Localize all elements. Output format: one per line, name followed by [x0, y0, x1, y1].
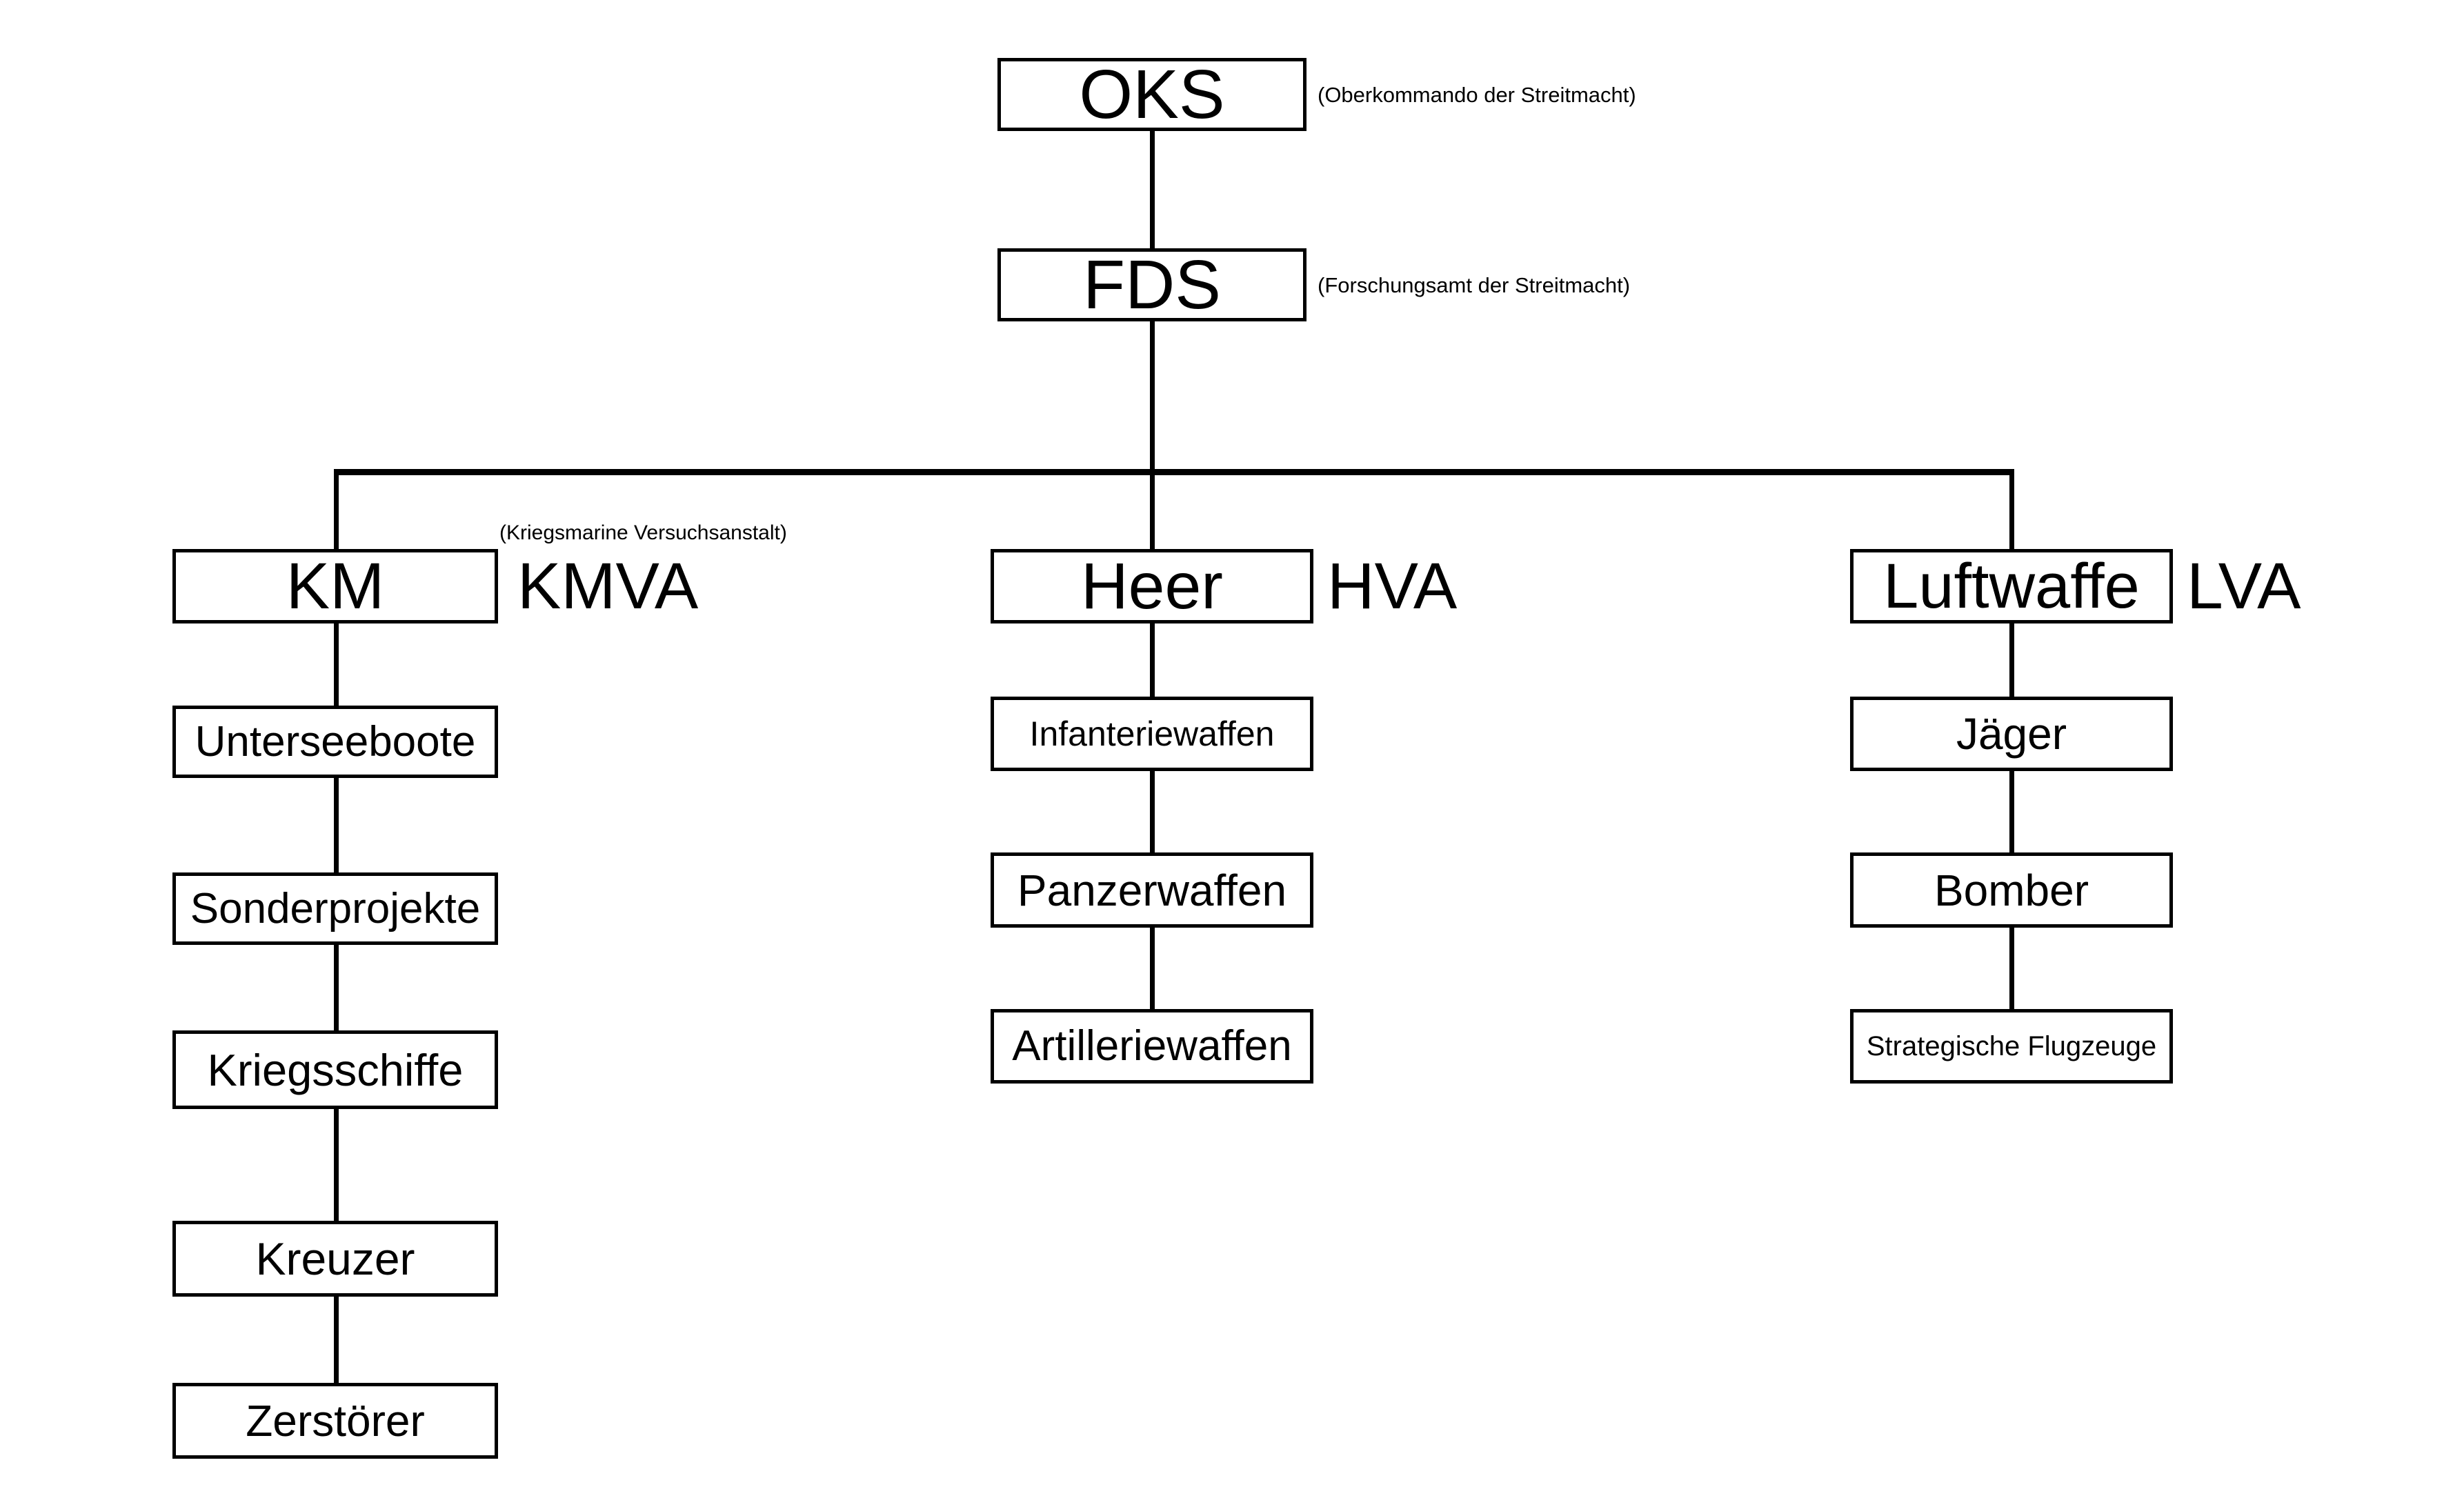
- node-strategische-flugzeuge: Strategische Flugzeuge: [1850, 1009, 2173, 1084]
- connector-oks-fds: [1150, 131, 1155, 248]
- label-hva: HVA: [1327, 549, 1458, 623]
- connector-branch-km: [334, 475, 339, 549]
- connector-branch-heer: [1150, 475, 1155, 549]
- annotation-fds: (Forschungsamt der Streitmacht): [1318, 273, 1631, 297]
- annotation-oks: (Oberkommando der Streitmacht): [1318, 83, 1636, 107]
- connector-luftwaffe-jaeger: [2009, 623, 2014, 697]
- connector-kreuzer-zerstoerer: [334, 1297, 339, 1383]
- node-luftwaffe: Luftwaffe: [1850, 549, 2173, 623]
- connector-km-unterseeboote: [334, 623, 339, 706]
- connector-infanteriewaffen-panzerwaffen: [1150, 771, 1155, 852]
- label-lva: LVA: [2187, 549, 2301, 623]
- connector-sonderprojekte-kriegsschiffe: [334, 945, 339, 1030]
- connector-panzerwaffen-artilleriewaffen: [1150, 928, 1155, 1009]
- node-unterseeboote: Unterseeboote: [172, 706, 498, 778]
- connector-jaeger-bomber: [2009, 771, 2014, 852]
- node-fds: FDS: [997, 248, 1306, 321]
- label-kmva: KMVA: [517, 549, 699, 623]
- connector-heer-infanteriewaffen: [1150, 623, 1155, 697]
- node-infanteriewaffen: Infanteriewaffen: [991, 697, 1313, 771]
- connector-fds-branch: [1150, 321, 1155, 469]
- node-panzerwaffen: Panzerwaffen: [991, 852, 1313, 928]
- node-heer: Heer: [991, 549, 1313, 623]
- connector-kriegsschiffe-kreuzer: [334, 1109, 339, 1221]
- connector-branch-horizontal: [334, 469, 2014, 475]
- node-sonderprojekte: Sonderprojekte: [172, 872, 498, 945]
- connector-bomber-strategische: [2009, 928, 2014, 1009]
- connector-branch-luftwaffe: [2009, 475, 2014, 549]
- node-km: KM: [172, 549, 498, 623]
- node-kreuzer: Kreuzer: [172, 1221, 498, 1297]
- node-jaeger: Jäger: [1850, 697, 2173, 771]
- annotation-km: (Kriegsmarine Versuchsanstalt): [499, 521, 787, 544]
- node-oks: OKS: [997, 58, 1306, 131]
- connector-unterseeboote-sonderprojekte: [334, 778, 339, 872]
- node-zerstoerer: Zerstörer: [172, 1383, 498, 1459]
- node-bomber: Bomber: [1850, 852, 2173, 928]
- node-artilleriewaffen: Artilleriewaffen: [991, 1009, 1313, 1084]
- node-kriegsschiffe: Kriegsschiffe: [172, 1030, 498, 1109]
